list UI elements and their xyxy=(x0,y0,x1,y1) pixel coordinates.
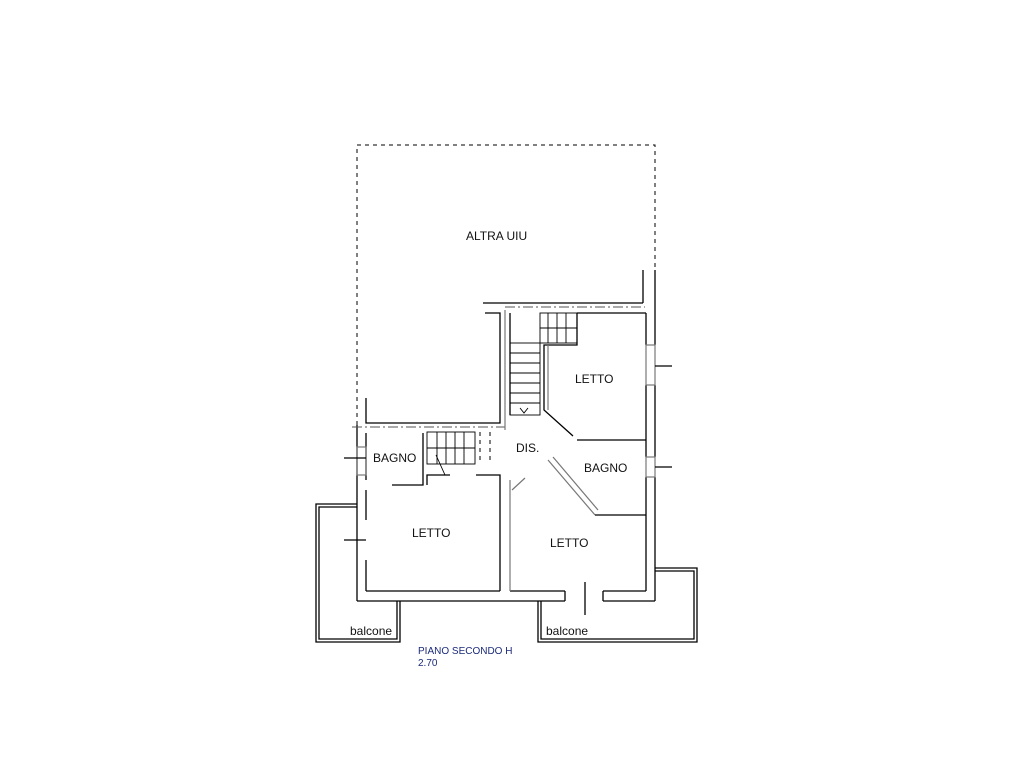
stair-lower xyxy=(426,431,491,476)
room-label-letto-top-right: LETTO xyxy=(575,372,614,386)
room-label-bagno-right: BAGNO xyxy=(584,461,628,475)
room-label-bagno-left: BAGNO xyxy=(373,451,417,465)
other-unit-boundary xyxy=(356,144,656,425)
stair-upper xyxy=(509,312,578,416)
windows xyxy=(344,344,672,615)
plan-caption: PIANO SECONDO H 2.70 xyxy=(418,646,512,670)
balcony-left xyxy=(315,503,401,643)
interior-walls xyxy=(352,310,646,591)
outer-walls xyxy=(356,270,656,602)
room-label-balcone-right: balcone xyxy=(546,624,589,638)
room-label-altra-uiu: ALTRA UIU xyxy=(466,229,528,243)
room-label-letto-bottom-right: LETTO xyxy=(550,536,589,550)
room-label-balcone-left: balcone xyxy=(350,624,393,638)
caption-floor: PIANO SECONDO H xyxy=(418,646,513,657)
room-label-letto-bottom-left: LETTO xyxy=(412,526,451,540)
balcony-right xyxy=(537,567,698,643)
room-label-dis: DIS. xyxy=(516,441,540,455)
caption-height: 2.70 xyxy=(418,658,438,669)
